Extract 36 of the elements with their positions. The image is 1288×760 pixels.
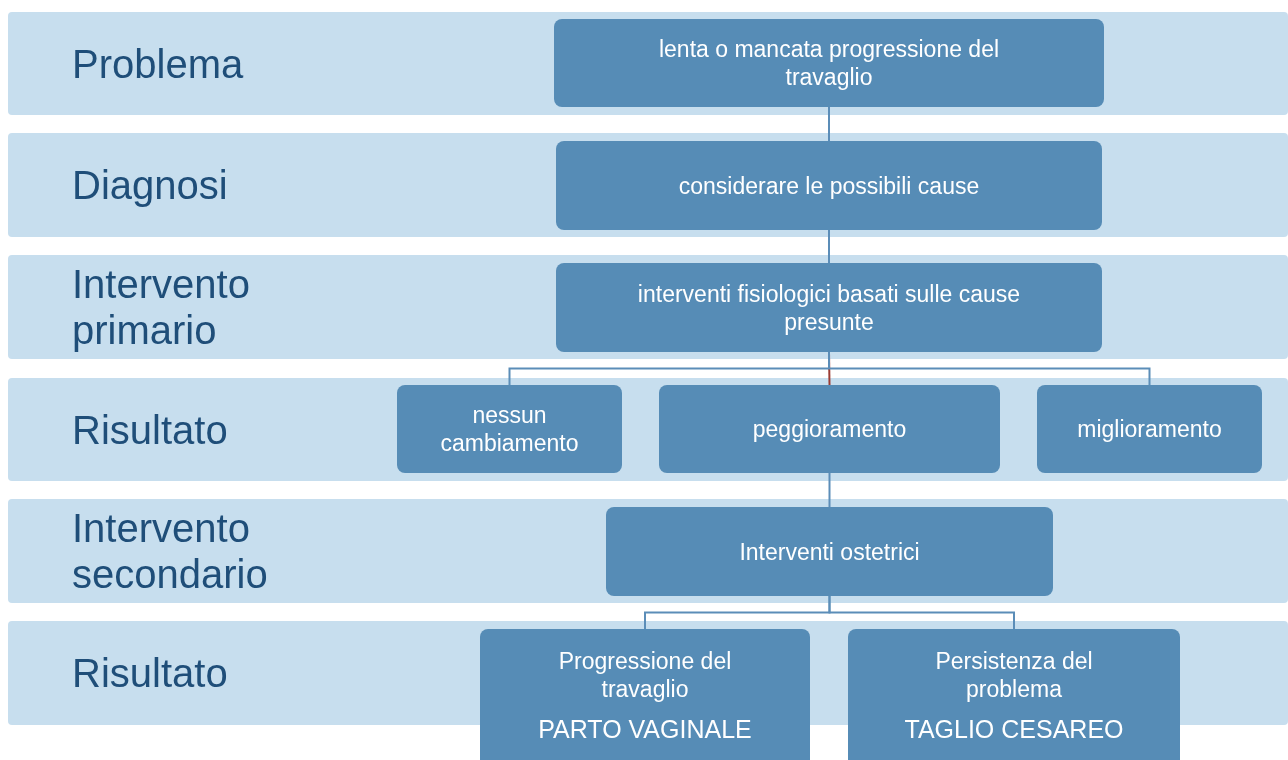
process-box [480, 629, 810, 760]
row-band [8, 255, 1288, 359]
connector-line [828, 229, 830, 264]
process-box [848, 629, 1180, 760]
row-band [8, 12, 1288, 115]
process-box [397, 385, 622, 473]
box-text: miglioramento [1076, 415, 1223, 443]
row-label: Problema [72, 40, 245, 87]
row-label: Intervento secondario [72, 505, 269, 597]
row-label: Risultato [72, 650, 229, 696]
row-band [8, 133, 1288, 237]
box-text: interventi fisiologici basati sulle cause presunte [636, 279, 1022, 336]
connector-line [828, 351, 1151, 386]
box-text: Interventi ostetrici [738, 537, 921, 566]
box-text: PARTO VAGINALE [537, 715, 753, 743]
row-label: Intervento primario [72, 261, 251, 353]
box-text: lenta o mancata progressione del travaglio [657, 35, 1001, 91]
box-text: TAGLIO CESAREO [903, 715, 1125, 743]
box-text: Persistenza del problema [934, 647, 1094, 703]
box-text: Progressione del travaglio [557, 647, 733, 703]
row-label: Risultato [72, 406, 229, 453]
row-band [8, 378, 1288, 481]
box-text: nessun cambiamento [439, 401, 580, 457]
connector-line [828, 472, 831, 508]
connector-line [828, 595, 1015, 630]
row-label: Diagnosi [72, 162, 229, 208]
process-box [556, 263, 1102, 352]
process-box [554, 19, 1104, 107]
process-box [659, 385, 1000, 473]
box-text: peggioramento [751, 415, 908, 443]
connector-line [828, 106, 830, 142]
process-box [606, 507, 1053, 596]
row-band [8, 499, 1288, 603]
box-text: considerare le possibili cause [677, 171, 981, 200]
process-box [1037, 385, 1262, 473]
process-box [556, 141, 1102, 230]
